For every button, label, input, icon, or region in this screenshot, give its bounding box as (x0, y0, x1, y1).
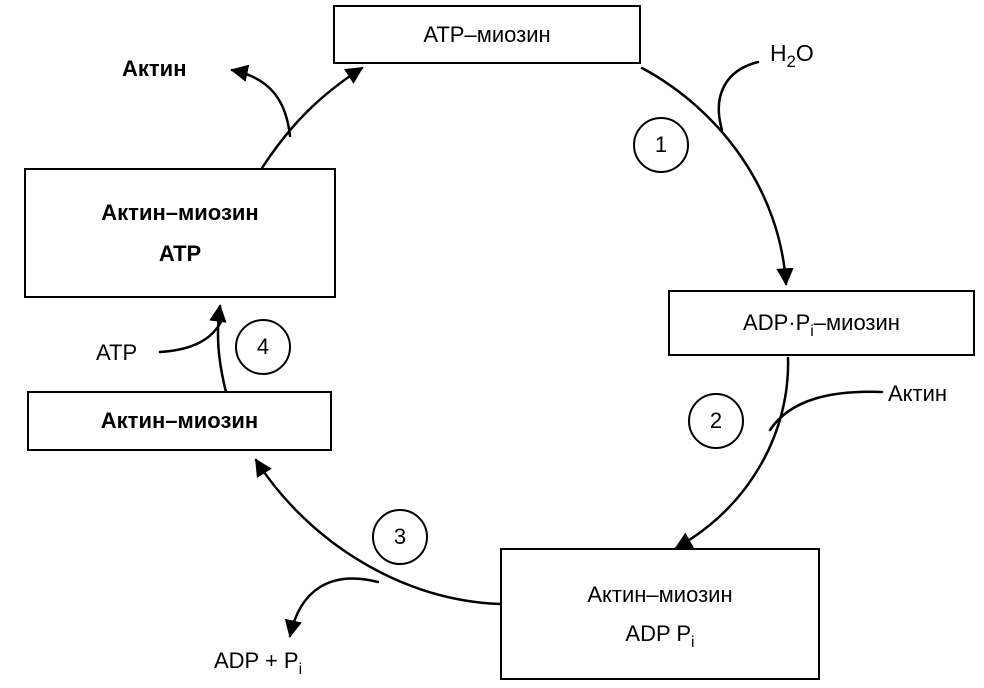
step-4-marker: 4 (235, 319, 291, 375)
atp-myosin-label: ATP–миозин (423, 21, 551, 47)
step-1-marker: 1 (633, 117, 689, 173)
water-label: H2O (770, 40, 814, 71)
atp-input-label: ATP (96, 340, 138, 365)
actin-myosin-box: Актин–миозин (27, 391, 332, 451)
arrow-actin-input (768, 390, 884, 432)
arrow-adp-pi-output (284, 577, 380, 638)
actin-myosin-atp-line2: ATP (158, 241, 202, 266)
adp-pi-myosin-label: ADP·Pi–миозин (743, 310, 900, 340)
arrow-actin-myosin-atp-to-atp-myosin (260, 66, 364, 170)
step-2-marker: 2 (688, 393, 744, 449)
arrow-atp-myosin-to-adp-pi-myosin (640, 66, 794, 286)
step-3-marker: 3 (372, 509, 428, 565)
arrow-water-input (717, 60, 760, 132)
arrow-actin-myosin-adp-pi-to-actin-myosin (254, 458, 502, 606)
arrow-actin-myosin-to-actin-myosin-atp (209, 304, 228, 394)
actin-output-label: Актин (122, 56, 187, 81)
actin-myosin-adp-pi-box: Актин–миозин ADP Pi (500, 548, 820, 680)
arrow-actin-output (230, 64, 292, 138)
actin-myosin-atp-line1: Актин–миозин (101, 199, 259, 225)
actin-myosin-label: Актин–миозин (100, 408, 259, 434)
adp-pi-output-label: ADP + Pi (214, 648, 303, 678)
actin-input-label: Актин (888, 381, 948, 406)
arrow-atp-input (158, 318, 224, 354)
actin-myosin-atp-box: Актин–миозин ATP (24, 168, 336, 298)
arrow-adp-pi-myosin-to-actin-myosin-adp-pi (674, 356, 790, 550)
actin-myosin-adp-pi-line2: ADP Pi (625, 621, 695, 651)
actin-myosin-adp-pi-line1: Актин–миозин (587, 581, 733, 607)
adp-pi-myosin-box: ADP·Pi–миозин (668, 290, 975, 356)
atp-myosin-box: ATP–миозин (333, 5, 641, 64)
